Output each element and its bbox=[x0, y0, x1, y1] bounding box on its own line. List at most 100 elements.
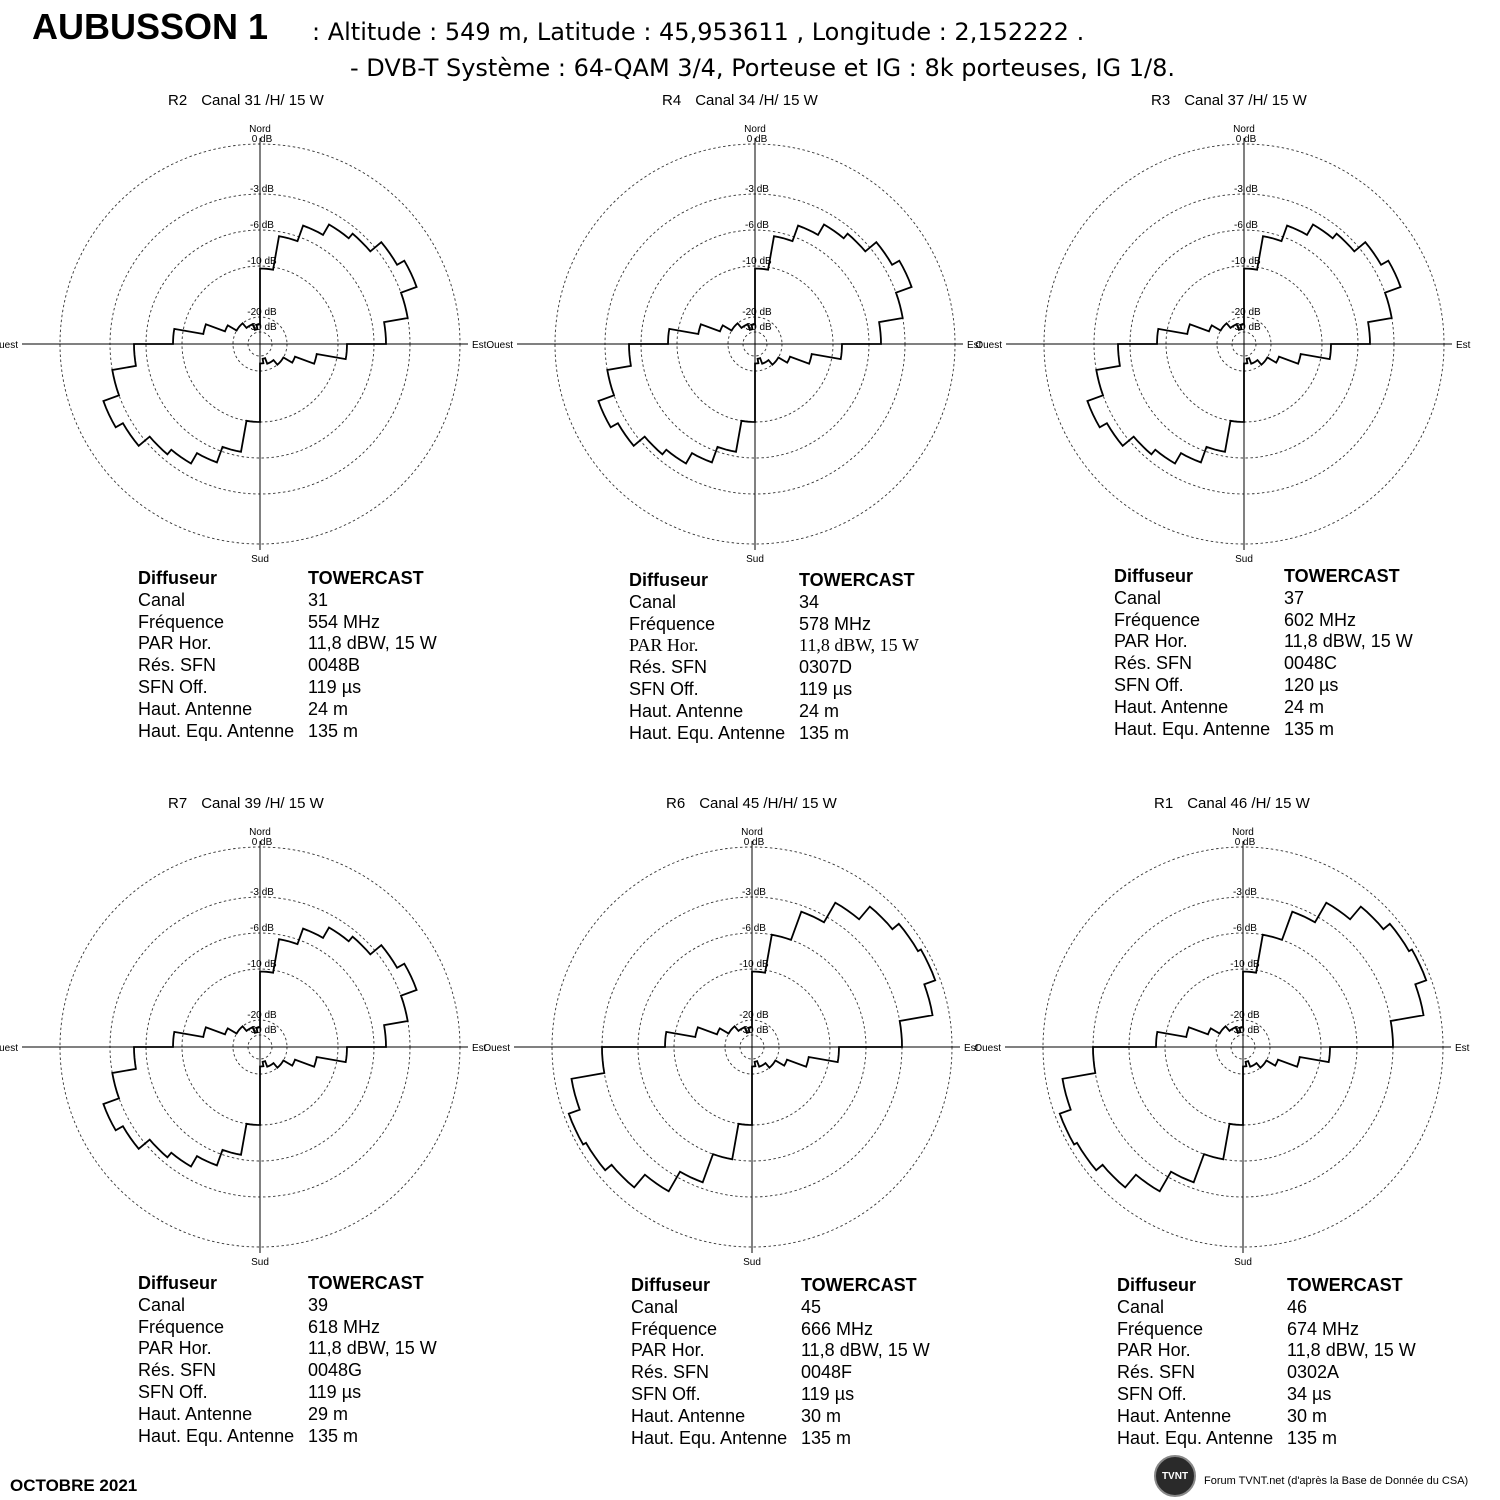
multiplex-id: R7 bbox=[168, 795, 188, 812]
label-sfn-off: SFN Off. bbox=[138, 676, 208, 697]
label-sfn: Rés. SFN bbox=[631, 1362, 710, 1383]
value-frequence: 674 MHz bbox=[1287, 1318, 1360, 1339]
value-canal: 31 bbox=[308, 589, 329, 610]
channel-label: Canal 37 /H/ 15 W bbox=[1184, 92, 1307, 109]
value-frequence: 666 MHz bbox=[801, 1318, 874, 1339]
label-antenne: Haut. Antenne bbox=[1117, 1405, 1232, 1426]
compass-north: Nord bbox=[1233, 124, 1255, 135]
label-equ: Haut. Equ. Antenne bbox=[1117, 1427, 1274, 1448]
ring-label-0: 0 dB bbox=[1235, 837, 1256, 848]
label-sfn: Rés. SFN bbox=[1114, 653, 1193, 674]
label-canal: Canal bbox=[138, 589, 186, 610]
compass-north: Nord bbox=[744, 124, 766, 135]
compass-east: Est bbox=[1456, 340, 1471, 351]
value-frequence: 618 MHz bbox=[308, 1316, 381, 1337]
label-equ: Haut. Equ. Antenne bbox=[138, 720, 295, 741]
compass-east: Est bbox=[964, 1043, 979, 1054]
panel-header: R7 Canal 39 /H/ 15 W bbox=[168, 795, 324, 812]
multiplex-id: R6 bbox=[666, 795, 686, 812]
label-sfn-off: SFN Off. bbox=[138, 1381, 208, 1402]
label-canal: Canal bbox=[629, 591, 677, 612]
compass-north: Nord bbox=[249, 827, 271, 838]
value-diffuseur: TOWERCAST bbox=[308, 1273, 424, 1293]
row-par: PAR Hor.11,8 dBW, 15 W bbox=[138, 1338, 437, 1360]
ring-label-0: 0 dB bbox=[1236, 134, 1257, 145]
label-sfn-off: SFN Off. bbox=[1114, 674, 1184, 695]
label-equ: Haut. Equ. Antenne bbox=[138, 1425, 295, 1446]
multiplex-id: R2 bbox=[168, 92, 188, 109]
label-diffuseur: Diffuseur bbox=[629, 570, 709, 590]
value-antenne: 24 m bbox=[1284, 696, 1325, 717]
value-canal: 46 bbox=[1287, 1296, 1308, 1317]
channel-label: Canal 39 /H/ 15 W bbox=[201, 795, 324, 812]
value-sfn: 0302A bbox=[1287, 1362, 1340, 1383]
ring-label-5: -30 dB bbox=[742, 322, 772, 333]
label-par: PAR Hor. bbox=[631, 1340, 705, 1361]
value-sfn: 0307D bbox=[799, 657, 853, 678]
value-canal: 45 bbox=[801, 1296, 822, 1317]
value-antenne: 24 m bbox=[799, 700, 840, 721]
label-par: PAR Hor. bbox=[1117, 1340, 1191, 1361]
label-antenne: Haut. Antenne bbox=[631, 1405, 746, 1426]
label-frequence: Fréquence bbox=[138, 611, 225, 632]
compass-east: Est bbox=[472, 1043, 487, 1054]
value-diffuseur: TOWERCAST bbox=[801, 1275, 917, 1295]
compass-west: Ouest bbox=[486, 340, 513, 351]
label-canal: Canal bbox=[631, 1296, 679, 1317]
compass-south: Sud bbox=[251, 1257, 269, 1268]
ring-label-0: 0 dB bbox=[744, 837, 765, 848]
compass-south: Sud bbox=[1234, 1257, 1252, 1268]
value-canal: 37 bbox=[1284, 587, 1305, 608]
footer-date: OCTOBRE 2021 bbox=[10, 1476, 138, 1495]
compass-south: Sud bbox=[1235, 554, 1253, 565]
value-par: 11,8 dBW, 15 W bbox=[308, 633, 437, 654]
ring-label-1: -3 dB bbox=[250, 184, 274, 195]
row-sfn-off: SFN Off.119 µs bbox=[138, 1382, 437, 1404]
value-canal: 34 bbox=[799, 591, 820, 612]
value-canal: 39 bbox=[308, 1294, 329, 1315]
label-frequence: Fréquence bbox=[629, 613, 716, 634]
channel-label: Canal 34 /H/ 15 W bbox=[695, 92, 818, 109]
ring-label-2: -6 dB bbox=[742, 923, 766, 934]
compass-east: Est bbox=[967, 340, 982, 351]
value-sfn: 0048B bbox=[308, 655, 361, 676]
ring-label-5: -30 dB bbox=[1230, 1025, 1260, 1036]
ring-label-1: -3 dB bbox=[250, 887, 274, 898]
ring-label-5: -30 dB bbox=[247, 322, 277, 333]
label-sfn: Rés. SFN bbox=[1117, 1362, 1196, 1383]
value-par: 11,8 dBW, 15 W bbox=[799, 635, 919, 656]
value-par: 11,8 dBW, 15 W bbox=[801, 1340, 930, 1361]
compass-south: Sud bbox=[746, 554, 764, 565]
label-par: PAR Hor. bbox=[629, 635, 699, 656]
ring-label-4: -20 dB bbox=[742, 307, 772, 318]
multiplex-id: R4 bbox=[662, 92, 682, 109]
ring-label-2: -6 dB bbox=[250, 923, 274, 934]
multiplex-id: R3 bbox=[1151, 92, 1171, 109]
row-par: PAR Hor.11,8 dBW, 15 W bbox=[1114, 631, 1413, 653]
value-sfn: 0048C bbox=[1284, 653, 1338, 674]
row-sfn-off: SFN Off.34 µs bbox=[1117, 1384, 1416, 1406]
